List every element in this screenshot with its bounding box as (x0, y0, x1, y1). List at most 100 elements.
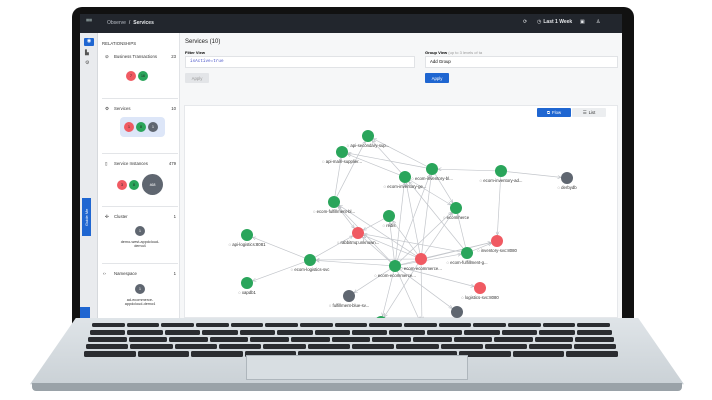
service-node[interactable] (304, 254, 316, 266)
service-node-label[interactable]: ◌ ecom-fulfillment-g... (446, 260, 488, 265)
service-node[interactable] (383, 210, 395, 222)
service-node-label[interactable]: ◌ ecom-ecommerce... (374, 273, 416, 278)
service-node-label[interactable]: ◌ api-main-supplier... (321, 159, 363, 164)
namespace-section[interactable]: ‹› Namespace 1 1 ad-ecommerce-appdcloud-… (102, 267, 178, 318)
service-node-label[interactable]: ◌ ecom-ecommerce... (400, 266, 442, 271)
service-node-label[interactable]: ◌ inventory-svc:8080 (477, 248, 517, 253)
unknown-bubble[interactable]: 1 (148, 122, 158, 132)
clock-icon: ◷ (537, 19, 542, 25)
critical-bubble[interactable]: 7 (126, 71, 136, 81)
service-node[interactable] (336, 146, 348, 158)
group-view-input[interactable]: Add Group (425, 56, 618, 68)
critical-bubble[interactable]: 1 (124, 122, 134, 132)
service-node[interactable] (328, 196, 340, 208)
service-node[interactable] (491, 235, 503, 247)
user-icon[interactable]: ♙ (596, 19, 601, 25)
service-node-label[interactable]: ◌ fulfillment-blue-sv... (328, 303, 370, 308)
service-node-label[interactable]: ◌ derbydb (557, 185, 577, 190)
service-node-label[interactable]: ◌ api-secondary-sup... (346, 143, 390, 148)
service-node-label[interactable]: ◌ xapdb1 (238, 290, 256, 295)
keyboard-key (209, 337, 249, 342)
namespace-bubble[interactable]: 1 (135, 284, 145, 294)
healthy-bubble[interactable]: 8 (129, 180, 139, 190)
breadcrumb: Observe / Services (107, 20, 154, 26)
flow-graph[interactable] (185, 106, 619, 318)
keyboard-key (453, 337, 493, 342)
dependency-edge (409, 179, 451, 205)
healthy-bubble[interactable]: 16 (138, 71, 148, 81)
refresh-icon[interactable]: ⟳ (523, 19, 528, 25)
keyboard-key (529, 344, 572, 349)
keyboard-key (352, 330, 388, 335)
services-section[interactable]: ⚙ Services 10 1 8 1 (102, 102, 178, 154)
keyboard-key (577, 323, 610, 327)
time-range-picker[interactable]: ◷Last 1 Week (537, 19, 572, 25)
main-content: Services (10) Filter View isActive=true … (180, 33, 622, 318)
keyboard-key (219, 344, 262, 349)
service-node[interactable] (461, 247, 473, 259)
service-instances-section[interactable]: ▯ Service Instances 479 3 8 468 (102, 157, 178, 207)
chart-icon[interactable]: ▙ (85, 50, 89, 56)
section-count: 479 (168, 161, 176, 166)
cluster-bubble[interactable]: 1 (135, 226, 145, 236)
service-flow-map[interactable]: ◌ api-secondary-sup... ◌ api-main-supplie… (184, 105, 618, 318)
list-view-button[interactable]: ☰List (572, 108, 606, 117)
dependency-edge (396, 175, 430, 261)
unknown-bubble[interactable]: 468 (142, 174, 163, 195)
service-node[interactable] (474, 282, 486, 294)
dependency-edge (384, 263, 419, 317)
keyboard-key (92, 323, 125, 327)
service-node-label[interactable]: ◌ ecom-inventory-ad... (479, 178, 523, 183)
dependency-edge (364, 235, 416, 258)
service-node[interactable] (343, 290, 355, 302)
service-node-label[interactable]: ◌ logistics-svc:8080 (461, 295, 499, 300)
healthy-bubble[interactable]: 8 (136, 122, 146, 132)
breadcrumb-observe[interactable]: Observe (107, 20, 126, 26)
service-node[interactable] (362, 130, 374, 142)
service-node-label[interactable]: ◌ rabbitmq:unknown... (336, 240, 380, 245)
service-node-label[interactable]: ◌ ecommerce (442, 215, 470, 220)
service-node[interactable] (451, 306, 463, 318)
service-node-label[interactable]: ◌ ecom-fulfillment-bl... (312, 209, 356, 214)
dependency-edge (421, 264, 422, 318)
service-node[interactable] (241, 229, 253, 241)
dependency-edge (506, 171, 561, 178)
business-transactions-section[interactable]: ⊘ Business Transactions 23 7 16 (102, 49, 178, 99)
group-apply-button[interactable]: Apply (425, 73, 449, 83)
keyboard-key (174, 344, 217, 349)
instances-icon: ▯ (105, 161, 108, 166)
service-node[interactable] (241, 277, 253, 289)
keyboard-key (239, 330, 276, 335)
filter-apply-button[interactable]: Apply (185, 73, 209, 83)
service-node-label[interactable]: ◌ ecom-inventory-ge... (383, 184, 427, 189)
namespace-name: ad-ecommerce-appdcloud-demo4 (124, 298, 156, 306)
filter-view-input[interactable]: isActive=true (185, 56, 415, 68)
service-node-label[interactable]: ◌ ecom-inventory-bl... (411, 176, 453, 181)
service-node[interactable] (561, 172, 573, 184)
service-node[interactable] (389, 260, 401, 272)
dependency-edge (382, 271, 394, 316)
cluster-section[interactable]: ✣ Cluster 1 1 demo-west-appdcloud-demo4 (102, 210, 178, 264)
service-node[interactable] (415, 253, 427, 265)
service-node[interactable] (495, 165, 507, 177)
service-node-label[interactable]: ◌ ecom-logistics-svc (290, 267, 330, 272)
cisco-logo-icon: ▮▮▮ (86, 18, 92, 22)
keyboard-key (485, 344, 528, 349)
help-icon[interactable]: ▣ (580, 19, 585, 25)
flow-view-button[interactable]: ⧉Flow (537, 108, 571, 117)
service-node[interactable] (426, 163, 438, 175)
service-node[interactable] (375, 316, 387, 318)
service-node[interactable] (352, 227, 364, 239)
dependency-edge (337, 206, 355, 229)
service-node-label[interactable]: ◌ api-logistics:8081 (228, 242, 266, 247)
observe-icon[interactable]: ◉ (84, 38, 94, 46)
collapse-button[interactable] (80, 307, 90, 318)
keyboard-key (566, 351, 618, 357)
keyboard-key (90, 330, 126, 335)
critical-bubble[interactable]: 3 (117, 180, 127, 190)
guide-me-button[interactable]: Guide Me (82, 198, 91, 236)
service-node-label[interactable]: ◌ redis (382, 223, 396, 228)
gear-icon[interactable]: ⚙ (85, 60, 90, 66)
service-node[interactable] (399, 171, 411, 183)
service-node[interactable] (450, 202, 462, 214)
